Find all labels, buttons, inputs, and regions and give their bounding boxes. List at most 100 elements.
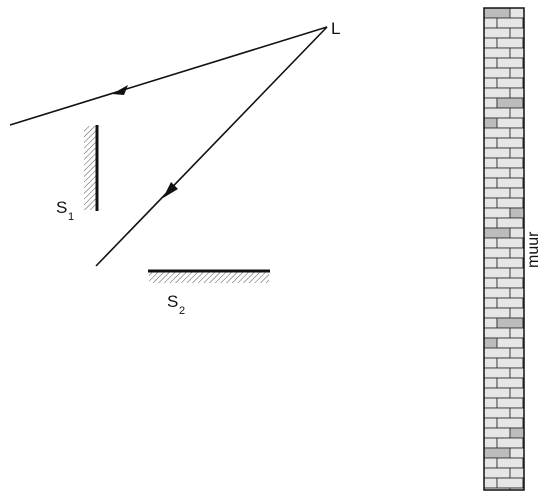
brick — [483, 237, 498, 249]
brick — [483, 77, 498, 89]
brick — [509, 427, 525, 439]
mirror-s1-subscript: 1 — [68, 211, 74, 223]
brick — [483, 107, 511, 119]
brick — [483, 177, 498, 189]
brick — [496, 457, 524, 469]
wall-outline — [483, 7, 525, 491]
brick — [483, 437, 498, 449]
brick — [509, 287, 525, 299]
brick — [483, 187, 511, 199]
brick — [496, 117, 524, 129]
mirror-s2-label: S — [167, 292, 178, 311]
brick — [483, 357, 498, 369]
brick — [483, 57, 498, 69]
mirror-s2-hatching — [149, 271, 269, 283]
brick — [483, 27, 511, 39]
brick — [496, 217, 524, 229]
brick — [496, 57, 524, 69]
brick — [483, 477, 498, 489]
wall-label: muur — [525, 231, 542, 268]
brick — [496, 17, 524, 29]
brick — [496, 157, 524, 169]
brick — [483, 287, 511, 299]
brick — [483, 377, 498, 389]
brick — [483, 347, 511, 359]
brick — [509, 267, 525, 279]
brick — [509, 147, 525, 159]
brick — [509, 327, 525, 339]
brick — [509, 367, 525, 379]
brick — [509, 227, 525, 239]
brick — [483, 97, 498, 109]
brick — [496, 477, 524, 489]
brick — [483, 227, 511, 239]
brick — [483, 217, 498, 229]
light-ray-1 — [9, 26, 328, 126]
brick — [483, 297, 498, 309]
brick — [509, 167, 525, 179]
brick — [483, 387, 511, 399]
brick — [509, 7, 525, 19]
source-label: L — [331, 19, 340, 38]
mirror-s1 — [84, 125, 99, 211]
mirror-s1-label: S — [56, 198, 67, 217]
brick — [483, 157, 498, 169]
brick — [483, 467, 511, 479]
brick — [483, 317, 498, 329]
brick — [483, 147, 511, 159]
brick — [483, 407, 511, 419]
brick — [509, 47, 525, 59]
brick — [483, 7, 511, 19]
brick — [483, 327, 511, 339]
brick — [483, 87, 511, 99]
brick — [483, 307, 511, 319]
brick — [496, 197, 524, 209]
brick-wall — [483, 7, 525, 491]
brick — [509, 87, 525, 99]
ray-2-arrowhead — [163, 182, 178, 198]
brick — [483, 137, 498, 149]
mirror-s2-subscript: 2 — [179, 305, 185, 317]
brick — [496, 37, 524, 49]
brick — [496, 177, 524, 189]
brick — [509, 207, 525, 219]
brick — [496, 317, 524, 329]
brick — [509, 67, 525, 79]
brick — [483, 197, 498, 209]
brick — [483, 117, 498, 129]
brick — [483, 397, 498, 409]
brick — [483, 427, 511, 439]
brick — [496, 97, 524, 109]
brick — [483, 127, 511, 139]
brick — [509, 307, 525, 319]
brick — [483, 367, 511, 379]
ray-1-line — [9, 26, 328, 126]
brick — [496, 417, 524, 429]
brick — [483, 447, 511, 459]
brick — [483, 67, 511, 79]
brick — [483, 257, 498, 269]
light-ray-2 — [95, 26, 328, 267]
brick — [496, 277, 524, 289]
brick — [509, 247, 525, 259]
mirror-s1-hatching — [84, 126, 97, 210]
mirror-s2 — [148, 269, 270, 283]
brick — [496, 337, 524, 349]
brick — [483, 337, 498, 349]
brick — [509, 407, 525, 419]
brick — [496, 77, 524, 89]
brick — [483, 247, 511, 259]
brick — [483, 17, 498, 29]
brick — [496, 377, 524, 389]
brick — [509, 187, 525, 199]
brick — [509, 27, 525, 39]
brick — [483, 207, 511, 219]
brick — [509, 347, 525, 359]
brick — [509, 447, 525, 459]
brick — [509, 107, 525, 119]
brick — [483, 457, 498, 469]
brick — [496, 137, 524, 149]
brick — [496, 437, 524, 449]
brick — [509, 387, 525, 399]
